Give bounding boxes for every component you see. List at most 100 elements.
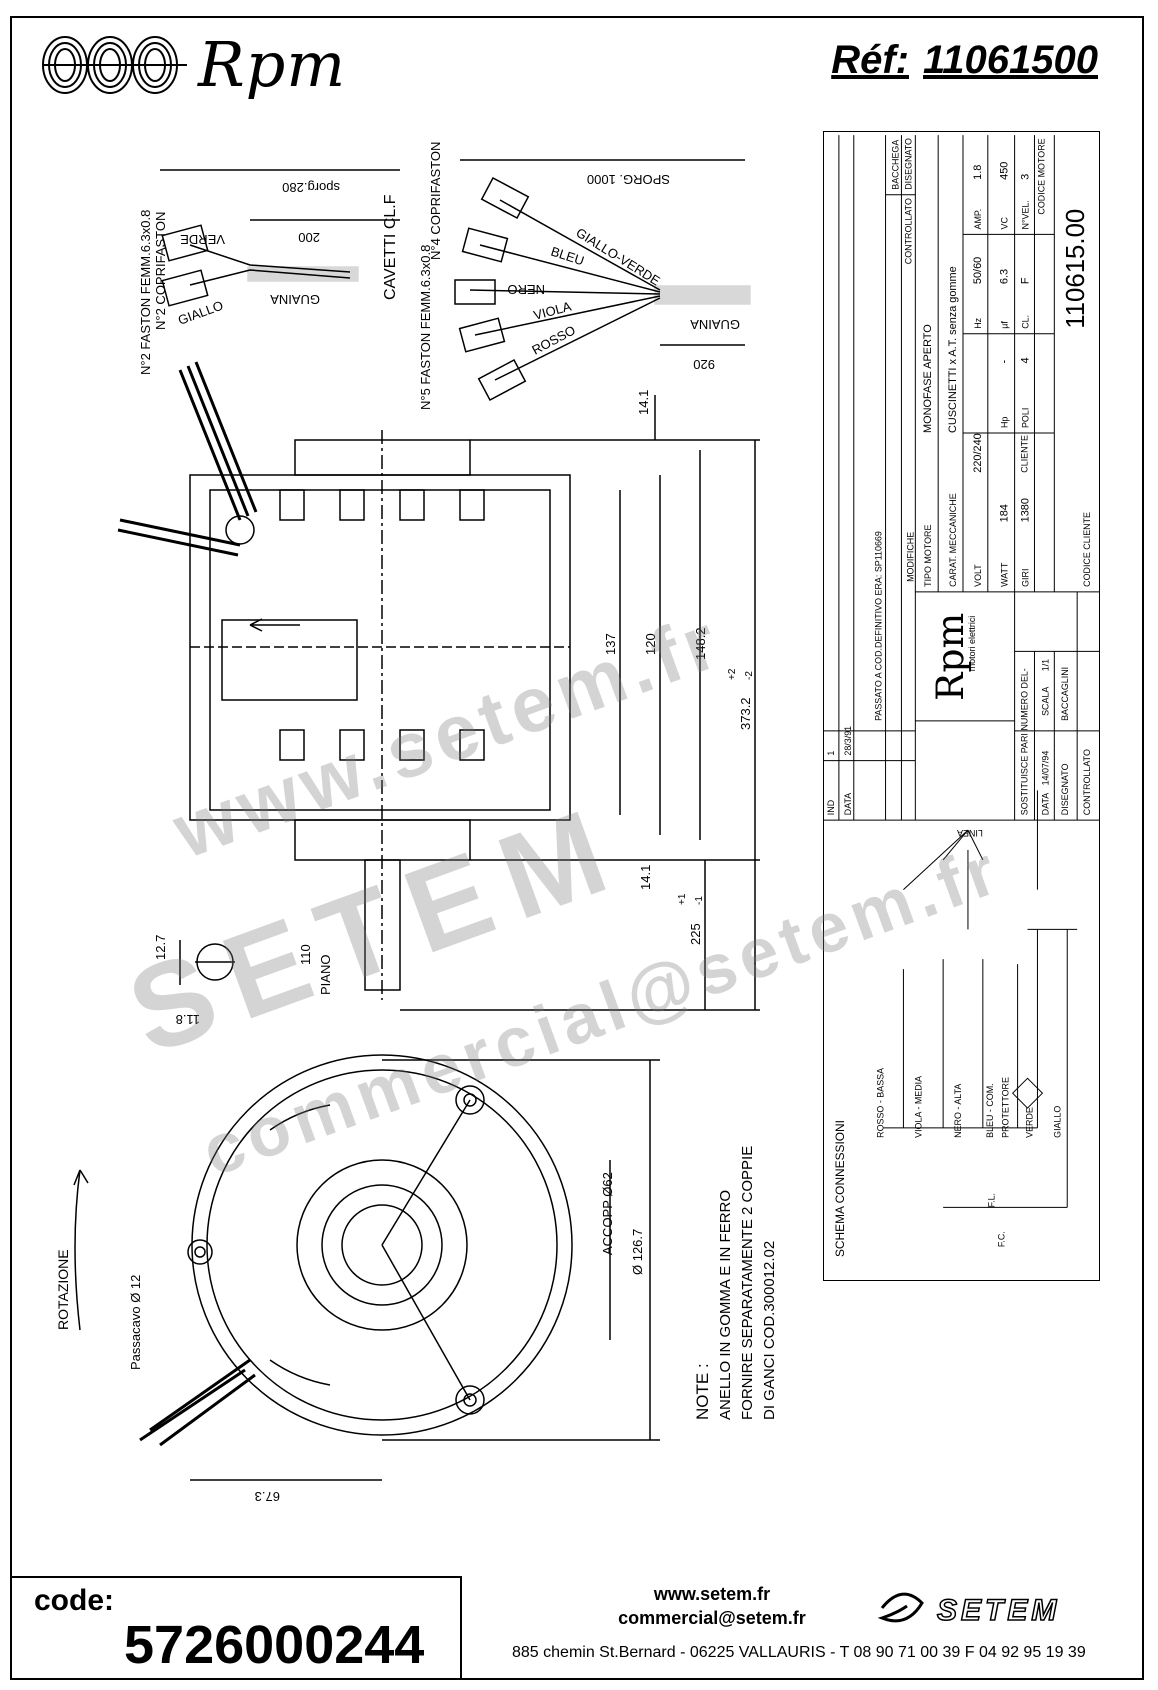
mod-header-data: DATA [843, 793, 853, 816]
right-faston-note: N°5 FASTON FEMM.6.3x0.8 [418, 245, 433, 410]
setem-brand: SETEM [937, 1594, 1060, 1627]
setem-logo: SETEM [877, 1592, 1060, 1628]
setem-swirl-icon [877, 1592, 924, 1623]
note-line-3: DI GANCI COD.300012.02 [761, 1241, 778, 1420]
dim-120: 120 [643, 633, 658, 655]
spec-hp-value: - [999, 359, 1011, 363]
code-label: code: [34, 1584, 115, 1617]
wire-bundle-right [454, 159, 751, 401]
dim-110: 110 [298, 944, 313, 965]
wire-giallo-verde: GIALLO-VERDE [573, 225, 663, 289]
dim-126-7: Ø 126.7 [630, 1229, 645, 1275]
dim-12-7: 12.7 [153, 935, 168, 960]
mod-row-date: 28/3/91 [843, 726, 853, 756]
data-label: DATA [1040, 793, 1050, 816]
left-guaina: GUAINA [270, 292, 320, 307]
ref-label: Réf: [831, 38, 909, 82]
mod-header-bacchega: BACCHEGA [890, 140, 900, 190]
footer: code: 5726000244 www.setem.fr commercial… [12, 1576, 1142, 1678]
mod-header-modifiche: MODIFICHE [905, 532, 915, 582]
rotazione-label: ROTAZIONE [55, 1249, 71, 1330]
wire-nero: NERO [507, 282, 545, 297]
right-dim-920: 920 [693, 357, 715, 372]
left-faston-note: N°2 FASTON FEMM.6.3x0.8 [138, 210, 153, 375]
shaft-section [179, 940, 235, 985]
rpm-coil-icon [42, 35, 187, 94]
schema-bleu: BLEU - COM. [985, 1083, 995, 1138]
dim-148-2: 148.2 [693, 627, 708, 660]
wire-bundle-left [160, 169, 400, 307]
spec-amp-label: AMP. [973, 209, 983, 230]
linea-label: LINEA [957, 828, 983, 838]
schema-nero: NERO - ALTA [953, 1084, 963, 1138]
wire-rosso: ROSSO [529, 322, 578, 357]
spec-nvel-label: N°VEL. [1021, 200, 1031, 229]
data-value: 14/07/94 [1040, 751, 1050, 786]
left-cover-note: N°2 COPRIFASTON [153, 212, 168, 330]
left-dim-200: 200 [298, 230, 320, 245]
schema-giallo: GIALLO [1052, 1106, 1062, 1138]
spec-poli-value: 4 [1020, 357, 1032, 363]
disegnato-label: DISEGNATO [1060, 763, 1070, 815]
mod-header-controllato: CONTROLLATO [903, 198, 913, 264]
schema-rosso: ROSSO - BASSA [876, 1068, 886, 1138]
spec-hz-label: Hz [973, 317, 983, 328]
right-sporg: SPORG. 1000 [587, 172, 670, 187]
left-verde: VERDE [180, 232, 225, 247]
note-title: NOTE : [693, 1363, 712, 1420]
tipo-motore-value: MONOFASE APERTO [922, 324, 934, 433]
motor-front-view [73, 1054, 660, 1481]
brand-name: Rpm [198, 28, 347, 101]
left-sporg: sporg.280 [282, 180, 340, 195]
spec-cl-value: F [1020, 277, 1032, 284]
dim-11-8: 11.8 [176, 1012, 200, 1027]
title-block: IND DATA MODIFICHE BACCHEGA DISEGNATO CO… [823, 131, 1100, 1281]
schema-fc: F.C. [997, 1231, 1007, 1247]
schema-title: SCHEMA CONNESSIONI [833, 1120, 847, 1257]
spec-watt-value: 184 [999, 504, 1011, 522]
dim-373-2-tol-plus: +2 [727, 668, 738, 680]
codice-motore-value: 110615.00 [1062, 209, 1090, 329]
mod-header-disegnato: DISEGNATO [903, 138, 913, 190]
dimension-lines [400, 395, 760, 1011]
schema-viola: VIOLA - MEDIA [913, 1076, 923, 1138]
spec-poli-label: POLI [1021, 408, 1031, 428]
spec-vc-value: 450 [999, 162, 1011, 180]
ref-value: 11061500 [923, 38, 1098, 82]
spec-giri-label: GIRI [1021, 569, 1031, 587]
dim-373-2-tol-minus: -2 [744, 671, 755, 680]
spec-volt-value: 220/240 [972, 433, 984, 472]
codice-motore-label: CODICE MOTORE [1036, 138, 1046, 214]
reference: Réf: 11061500 [831, 38, 1098, 83]
spec-uf-label: µf [1000, 321, 1010, 329]
dim-373-2: 373.2 [738, 697, 753, 730]
piano-label: PIANO [318, 955, 333, 995]
title-block-brand: Rpm [928, 613, 972, 701]
dim-137: 137 [603, 633, 618, 655]
spec-hz-value: 50/60 [972, 257, 984, 284]
spec-giri-value: 1380 [1020, 498, 1032, 522]
drawing-frame [10, 16, 1144, 1680]
spec-amp-value: 1.8 [972, 165, 984, 180]
email-link[interactable]: commercial@setem.fr [618, 1608, 806, 1628]
passacavo-label: Passacavo Ø 12 [128, 1275, 143, 1370]
carat-value: CUSCINETTI x A.T. senza gomme [947, 266, 959, 433]
dim-225: 225 [688, 923, 703, 945]
spec-hp-label: Hp [1000, 417, 1010, 428]
codice-cliente-label: CODICE CLIENTE [1082, 512, 1092, 587]
dim-67-3: 67.3 [255, 1489, 280, 1504]
schema-protettore: PROTETTORE [1001, 1077, 1011, 1138]
spec-nvel-value: 3 [1020, 174, 1032, 180]
sostituisce-label: SOSTITUISCE PARI NUMERO DEL [1020, 671, 1030, 815]
mod-row-ind: 1 [826, 751, 836, 756]
spec-watt-label: WATT [1000, 562, 1010, 587]
dim-225-tol-plus: +1 [677, 893, 688, 905]
contact-area: www.setem.fr commercial@setem.fr SETEM 8… [462, 1576, 1142, 1678]
tipo-motore-label: TIPO MOTORE [923, 525, 933, 587]
controllato-label: CONTROLLATO [1082, 749, 1092, 815]
cavetti-label: CAVETTI CL.F [382, 194, 399, 300]
website-link[interactable]: www.setem.fr [653, 1584, 771, 1604]
dim-225-tol-minus: -1 [694, 896, 705, 905]
code-value: 5726000244 [124, 1615, 425, 1675]
